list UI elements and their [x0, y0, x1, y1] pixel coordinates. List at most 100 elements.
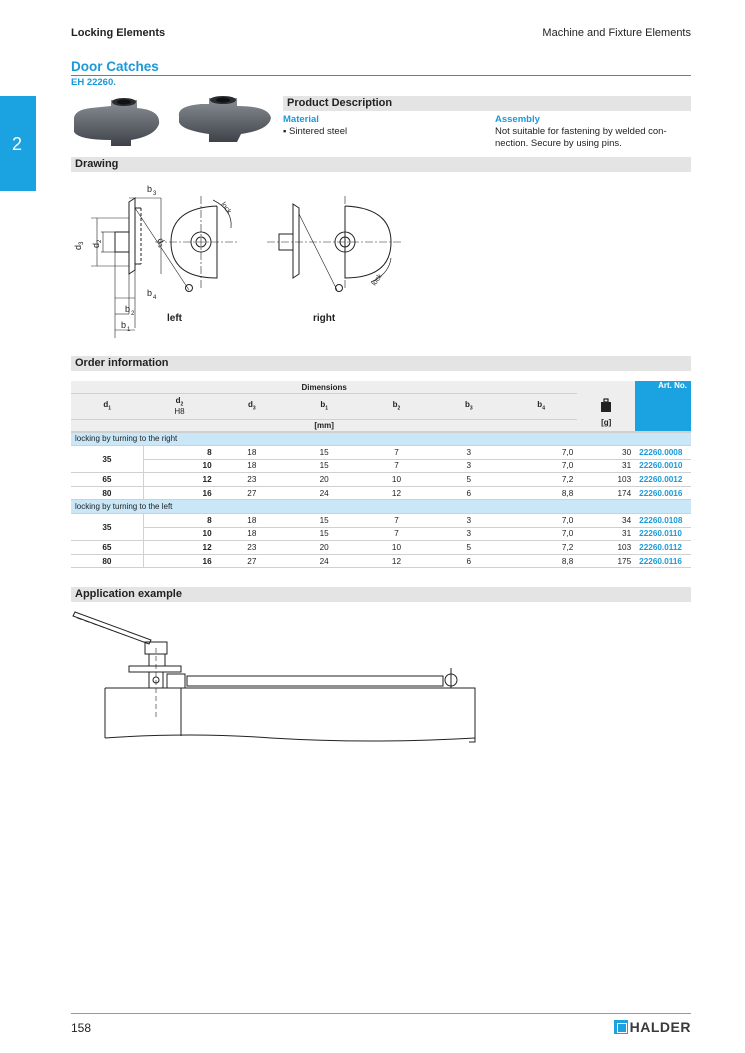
- article-number-link[interactable]: 22260.0112: [635, 540, 691, 555]
- cell-b1: 15: [287, 459, 361, 474]
- cell-b3: 3: [432, 459, 505, 474]
- product-photo: [73, 96, 271, 146]
- cell-d1: 80: [71, 554, 144, 569]
- cell-d3: 27: [215, 554, 288, 569]
- article-number-link[interactable]: 22260.0110: [635, 527, 691, 542]
- svg-text:b: b: [121, 320, 126, 330]
- cell-d2: 10: [143, 459, 216, 474]
- cell-b2: 7: [360, 527, 433, 542]
- cell-b4: 7,0: [504, 527, 578, 542]
- cell-b3: 6: [432, 554, 505, 569]
- unit-mm: [mm]: [71, 419, 578, 432]
- chapter-tab: 2: [0, 96, 36, 191]
- assembly-label: Assembly: [495, 114, 540, 125]
- col-header-d3: d3: [215, 393, 288, 420]
- order-info-heading: Order information: [71, 356, 691, 371]
- article-number-link[interactable]: 22260.0008: [635, 445, 691, 460]
- cell-b2: 12: [360, 486, 433, 501]
- cell-b1: 24: [287, 486, 361, 501]
- cell-d1: 35: [71, 513, 144, 542]
- cell-b3: 3: [432, 445, 505, 460]
- cell-g: 34: [577, 513, 636, 528]
- cell-d1: 35: [71, 445, 144, 474]
- cell-b2: 7: [360, 513, 433, 528]
- assembly-text-line1: Not suitable for fastening by welded con…: [495, 126, 667, 137]
- cell-b2: 7: [360, 459, 433, 474]
- product-title: Door Catches: [71, 59, 159, 74]
- cell-g: 175: [577, 554, 636, 569]
- art-no-header: Art. No.: [635, 381, 691, 432]
- application-heading: Application example: [71, 587, 691, 602]
- cell-d3: 18: [215, 459, 288, 474]
- cell-b2: 10: [360, 472, 433, 487]
- svg-text:b: b: [147, 288, 152, 298]
- svg-text:4: 4: [153, 295, 157, 301]
- svg-text:b: b: [147, 184, 152, 194]
- col-header-b2: b2: [360, 393, 433, 420]
- cell-b3: 5: [432, 472, 505, 487]
- footer-divider: [71, 1013, 691, 1014]
- article-number-link[interactable]: 22260.0012: [635, 472, 691, 487]
- cell-d3: 23: [215, 472, 288, 487]
- article-number-link[interactable]: 22260.0108: [635, 513, 691, 528]
- cell-b4: 8,8: [504, 554, 578, 569]
- cell-b1: 20: [287, 540, 361, 555]
- svg-text:d3: d3: [73, 241, 85, 250]
- cell-d3: 18: [215, 527, 288, 542]
- cell-b4: 7,0: [504, 459, 578, 474]
- cell-b1: 24: [287, 554, 361, 569]
- cell-g: 174: [577, 486, 636, 501]
- weight-icon: [577, 381, 636, 432]
- cell-b1: 15: [287, 445, 361, 460]
- cell-d2: 16: [143, 486, 216, 501]
- cell-d3: 18: [215, 513, 288, 528]
- cell-g: 103: [577, 540, 636, 555]
- halder-logo-icon: [613, 1020, 628, 1034]
- svg-text:b: b: [125, 304, 130, 314]
- cell-d2: 12: [143, 540, 216, 555]
- col-header-b1: b1: [287, 393, 361, 420]
- unit-g: [g]: [601, 417, 612, 427]
- cell-d1: 80: [71, 486, 144, 501]
- group-row: locking by turning to the left: [71, 499, 691, 515]
- cell-b3: 3: [432, 513, 505, 528]
- cell-d2: 8: [143, 513, 216, 528]
- cell-b1: 15: [287, 527, 361, 542]
- cell-b4: 7,2: [504, 472, 578, 487]
- cell-g: 30: [577, 445, 636, 460]
- cell-b4: 7,2: [504, 540, 578, 555]
- cell-b3: 5: [432, 540, 505, 555]
- page-number: 158: [71, 1021, 92, 1035]
- cell-b4: 7,0: [504, 513, 578, 528]
- cell-d3: 23: [215, 540, 288, 555]
- article-number-link[interactable]: 22260.0116: [635, 554, 691, 569]
- group-label: locking by turning to the right: [71, 432, 691, 447]
- cell-g: 31: [577, 459, 636, 474]
- material-text: ▪ Sintered steel: [283, 126, 348, 137]
- product-code: EH 22260.: [71, 77, 116, 88]
- brand-logo: HALDER: [613, 1019, 691, 1035]
- cell-b3: 3: [432, 527, 505, 542]
- cell-d1: 65: [71, 540, 144, 555]
- svg-text:3: 3: [153, 191, 157, 197]
- col-header-b4: b4: [504, 393, 578, 420]
- cell-b2: 12: [360, 554, 433, 569]
- title-divider: [71, 75, 691, 76]
- article-number-link[interactable]: 22260.0016: [635, 486, 691, 501]
- drawing-heading: Drawing: [71, 157, 691, 172]
- header-category: Locking Elements: [71, 27, 166, 39]
- svg-text:2: 2: [131, 311, 135, 317]
- article-number-link[interactable]: 22260.0010: [635, 459, 691, 474]
- cell-b4: 7,0: [504, 445, 578, 460]
- drawing-caption-left: left: [167, 313, 183, 324]
- material-label: Material: [283, 114, 319, 125]
